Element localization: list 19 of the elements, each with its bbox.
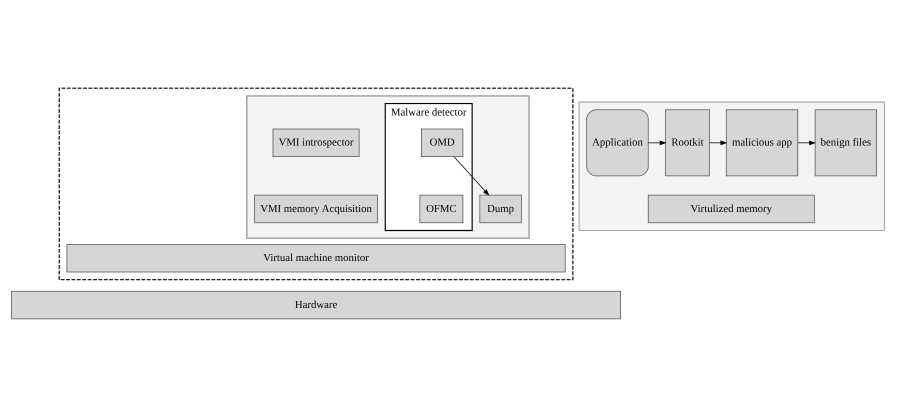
- node-box: Hardware: [11, 290, 621, 320]
- arrow: [648, 140, 667, 146]
- node-box: Virtual machine monitor: [66, 244, 566, 272]
- node-box: malicious app: [726, 109, 798, 176]
- node-box: Application: [586, 109, 649, 176]
- arrow: [798, 140, 816, 146]
- node-box: VMI memory Acquisition: [254, 194, 378, 224]
- cluster: [58, 88, 574, 280]
- node-box: Dump: [479, 194, 522, 224]
- cluster: [246, 95, 530, 239]
- arrow: [709, 140, 728, 146]
- node-box: OFMC: [419, 194, 464, 224]
- node-box: Virtulized memory: [648, 194, 815, 224]
- cluster: [578, 102, 885, 231]
- node-box: benign files: [814, 109, 878, 176]
- arrow: [454, 156, 490, 196]
- node-box: VMI introspector: [272, 128, 360, 158]
- node-box: OMD: [421, 128, 464, 158]
- node-box: Rootkit: [665, 109, 710, 176]
